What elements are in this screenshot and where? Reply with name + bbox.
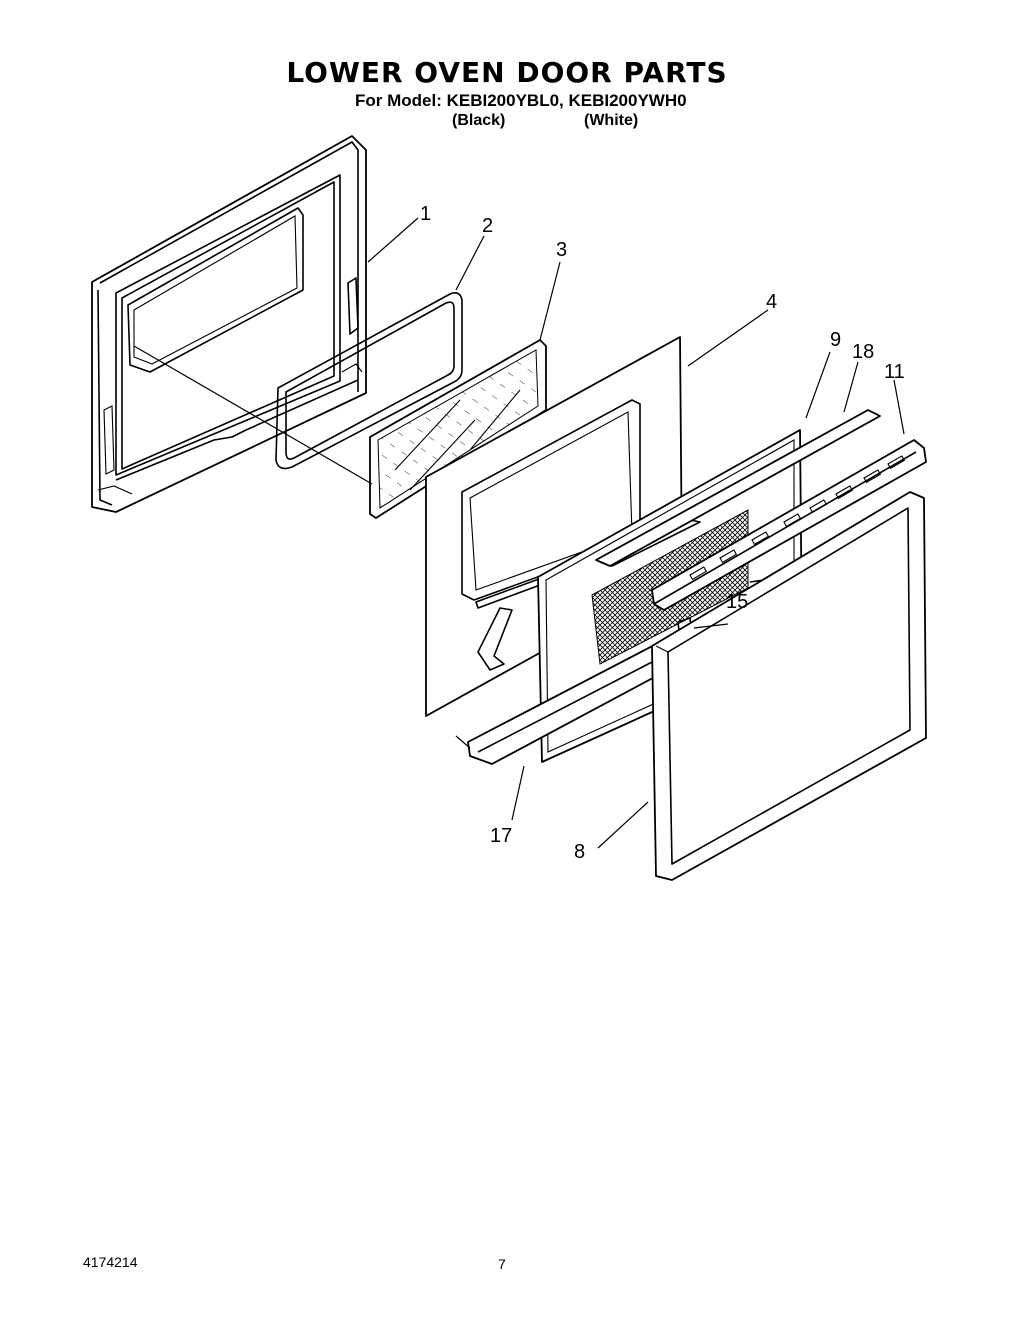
part-3-glass-pane [369, 339, 547, 519]
callout-9: 9 [830, 329, 841, 351]
callout-18: 18 [852, 341, 874, 363]
part-8-outer-frame [651, 491, 927, 881]
model-line: For Model: KEBI200YBL0, KEBI200YWH0 [355, 91, 687, 110]
part-1-inner-door-panel [91, 135, 367, 513]
callout-17: 17 [490, 825, 512, 847]
callout-labels: 1 2 3 4 9 18 11 15 17 8 [420, 203, 905, 863]
part-18-trim-strip [595, 409, 881, 567]
page-title: LOWER OVEN DOOR PARTS [286, 56, 728, 89]
leader-lines [133, 217, 905, 849]
callout-3: 3 [556, 239, 567, 261]
variant-black-label: (Black) [452, 112, 506, 129]
callout-11: 11 [884, 361, 905, 383]
callout-1: 1 [420, 203, 431, 225]
callout-15: 15 [726, 591, 748, 613]
document-number: 4174214 [83, 1254, 138, 1270]
variant-white-label: (White) [584, 112, 639, 129]
part-2-gasket [275, 292, 463, 470]
callout-2: 2 [482, 215, 493, 237]
callout-4: 4 [766, 291, 777, 313]
callout-8: 8 [574, 841, 585, 863]
page-number: 7 [498, 1256, 506, 1272]
part-11-vent-channel [651, 439, 927, 611]
